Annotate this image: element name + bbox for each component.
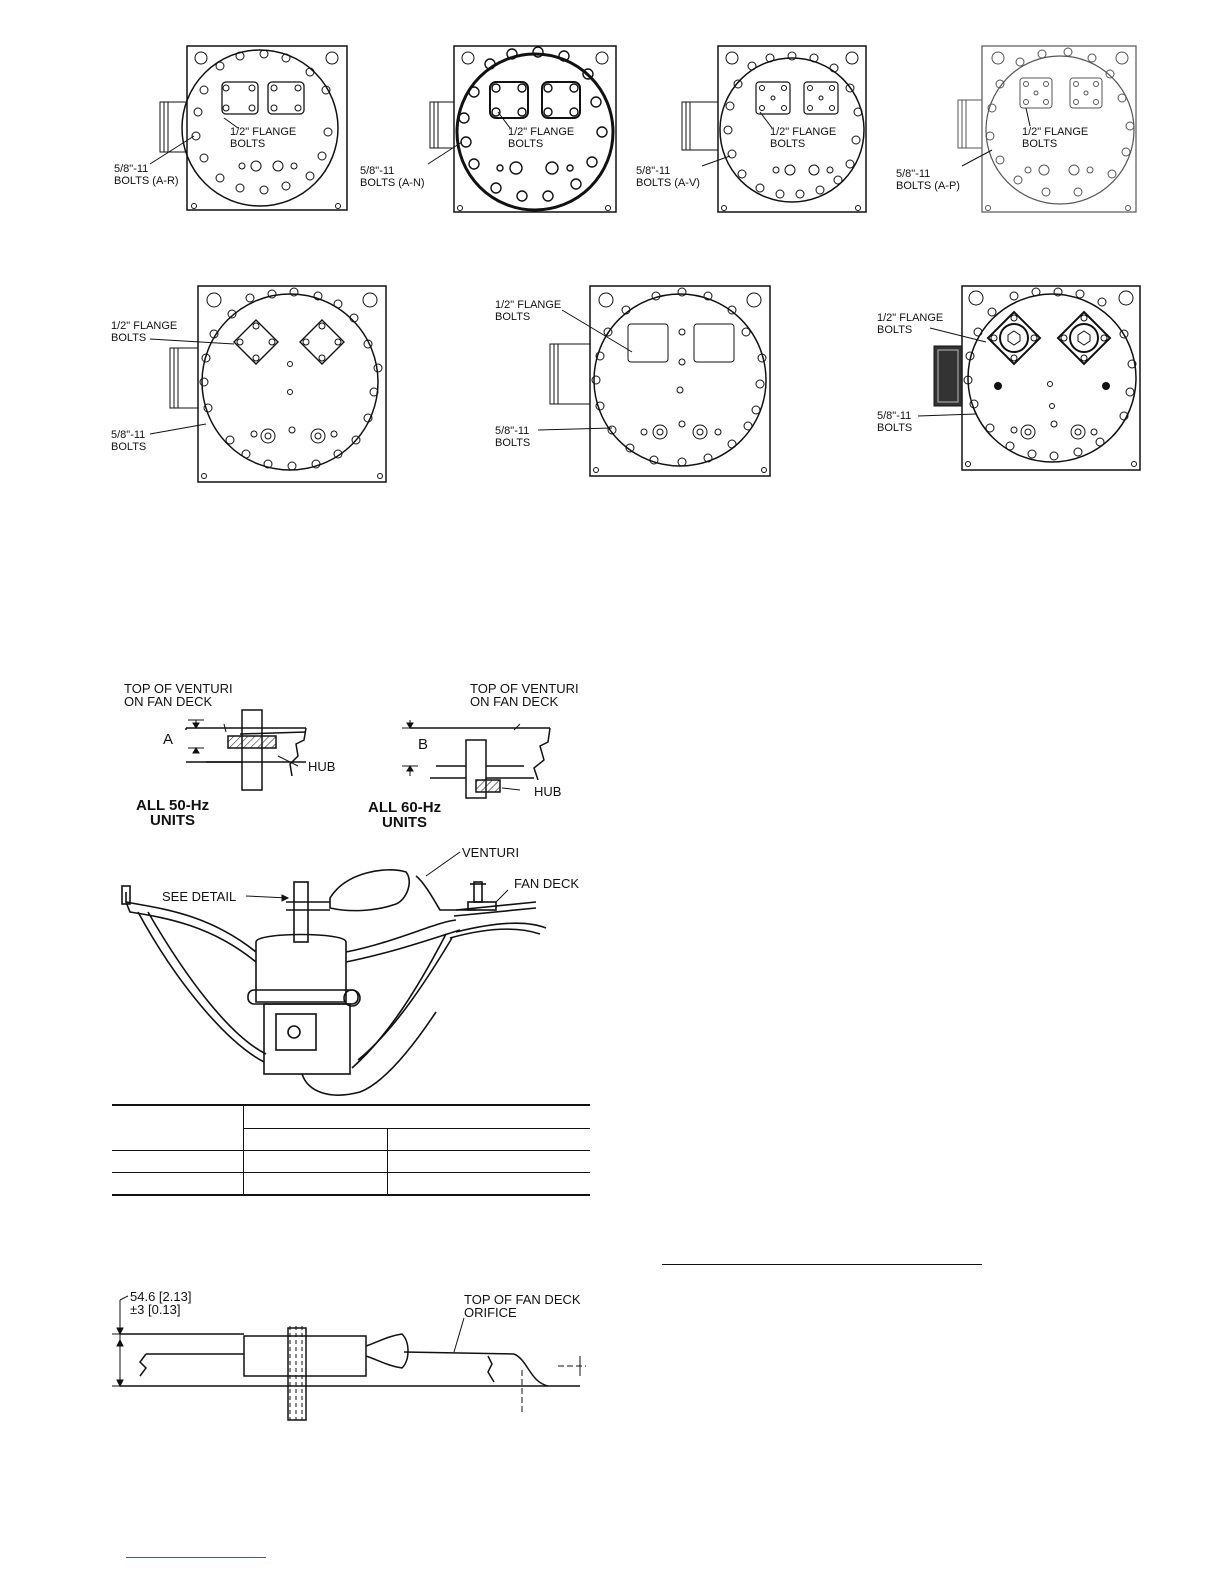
table-rule-bottom <box>112 1194 590 1196</box>
fan-motor-assembly <box>121 851 547 1096</box>
table-col-divider-1 <box>243 1104 244 1196</box>
right-column-rule <box>662 1264 982 1265</box>
plate-2-flange-label: 1/2" FLANGE BOLTS <box>508 126 575 150</box>
table-rule-row <box>112 1172 590 1173</box>
compressor-plate-7 <box>933 285 1141 471</box>
plate-5-flange-label: 1/2" FLANGE BOLTS <box>111 320 178 344</box>
fan-deck-label: FAN DECK <box>514 876 580 891</box>
fan-detail-50hz <box>185 709 307 791</box>
compressor-plate-2 <box>429 45 617 213</box>
footer-link-rule <box>126 1557 266 1558</box>
compressor-plate-4 <box>957 45 1137 213</box>
plate-7-flange-label: 1/2" FLANGE BOLTS <box>877 312 944 336</box>
venturi-label: VENTURI <box>462 845 520 860</box>
fan-deck-dimension-label: 54.6 [2.13] ±3 [0.13] <box>130 1289 192 1317</box>
plate-row-2-leaders <box>149 309 987 435</box>
plate-2-bolts-label: 5/8"-11 BOLTS (A-N) <box>360 165 425 189</box>
60hz-units-label: ALL 60-Hz UNITS <box>368 799 442 831</box>
plate-4-flange-label: 1/2" FLANGE BOLTS <box>1022 126 1089 150</box>
plate-1-bolts-label: 5/8"-11 BOLTS (A-R) <box>114 163 179 187</box>
plate-7-bolts-label: 5/8"-11 BOLTS <box>877 410 913 434</box>
left-top-of-venturi-label: TOP OF VENTURI ON FAN DECK <box>124 681 233 709</box>
top-of-fan-deck-orifice-label: TOP OF FAN DECK ORIFICE <box>464 1292 581 1320</box>
compressor-plate-5 <box>169 285 387 483</box>
dimension-a-label: A <box>163 731 174 748</box>
plate-3-flange-label: 1/2" FLANGE BOLTS <box>770 126 837 150</box>
right-top-of-venturi-label: TOP OF VENTURI ON FAN DECK <box>470 681 579 709</box>
plate-6-bolts-label: 5/8"-11 BOLTS <box>495 425 531 449</box>
left-hub-label: HUB <box>308 759 336 774</box>
plate-row-1-leaders <box>149 107 1031 167</box>
fan-deck-orifice-drawing <box>112 1295 586 1421</box>
plate-3-bolts-label: 5/8"-11 BOLTS (A-V) <box>636 165 700 189</box>
plate-4-bolts-label: 5/8"-11 BOLTS (A-P) <box>896 168 960 192</box>
compressor-plate-6 <box>549 285 771 477</box>
table-rule-sub <box>244 1128 590 1129</box>
plate-1-flange-label: 1/2" FLANGE BOLTS <box>230 126 297 150</box>
table-rule-top <box>112 1104 590 1106</box>
see-detail-label: SEE DETAIL <box>162 889 237 904</box>
50hz-units-label: ALL 50-Hz UNITS <box>136 797 210 829</box>
compressor-plate-3 <box>681 45 867 213</box>
table-rule-header-bottom <box>112 1150 590 1151</box>
fan-detail-60hz <box>402 720 551 799</box>
plate-5-bolts-label: 5/8"-11 BOLTS <box>111 429 147 453</box>
compressor-plate-1 <box>159 45 348 211</box>
table-col-divider-2 <box>387 1128 388 1196</box>
plate-6-flange-label: 1/2" FLANGE BOLTS <box>495 299 562 323</box>
dimension-b-label: B <box>418 736 429 753</box>
right-hub-label: HUB <box>534 784 562 799</box>
